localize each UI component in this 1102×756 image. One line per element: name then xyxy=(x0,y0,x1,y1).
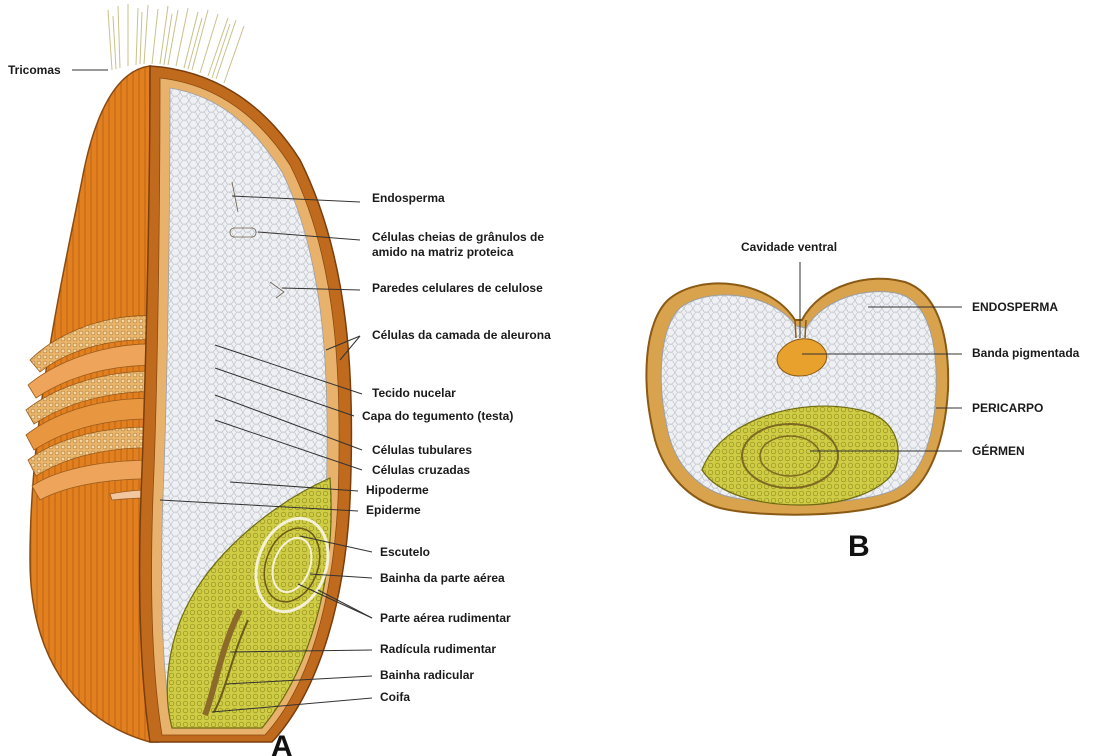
label-escutelo: Escutelo xyxy=(380,545,430,559)
label-cavidade: Cavidade ventral xyxy=(741,240,837,254)
label-parte-aerea: Parte aérea rudimentar xyxy=(380,611,511,625)
panel-letter-b: B xyxy=(848,530,870,563)
label-radicula: Radícula rudimentar xyxy=(380,642,496,656)
label-hipoderme: Hipoderme xyxy=(366,483,429,497)
label-epiderme: Epiderme xyxy=(366,503,421,517)
label-germen: GÉRMEN xyxy=(972,443,1025,458)
label-endosperma-b: ENDOSPERMA xyxy=(972,300,1058,314)
panel-letter-a: A xyxy=(271,730,293,756)
label-celulas-cruzadas: Células cruzadas xyxy=(372,463,470,477)
label-celulas-tubulares: Células tubulares xyxy=(372,443,472,457)
label-tecido-nucelar: Tecido nucelar xyxy=(372,386,456,400)
figure-b-cross-section xyxy=(646,262,948,515)
label-pericarpo: PERICARPO xyxy=(972,401,1043,415)
label-coifa: Coifa xyxy=(380,690,410,704)
label-banda: Banda pigmentada xyxy=(972,346,1080,360)
label-aleurona: Células da camada de aleurona xyxy=(372,328,551,342)
label-capa-tegumento: Capa do tegumento (testa) xyxy=(362,409,513,423)
label-paredes: Paredes celulares de celulose xyxy=(372,281,543,295)
figure-a-grain xyxy=(26,4,352,742)
label-tricomas: Tricomas xyxy=(8,63,61,77)
label-bainha-aerea: Bainha da parte aérea xyxy=(380,571,505,585)
label-celulas-granulos-1: Células cheias de grânulos de xyxy=(372,230,544,244)
label-endosperma: Endosperma xyxy=(372,191,445,205)
label-celulas-granulos-2: amido na matriz proteica xyxy=(372,245,514,259)
label-bainha-radicular: Bainha radicular xyxy=(380,668,474,682)
